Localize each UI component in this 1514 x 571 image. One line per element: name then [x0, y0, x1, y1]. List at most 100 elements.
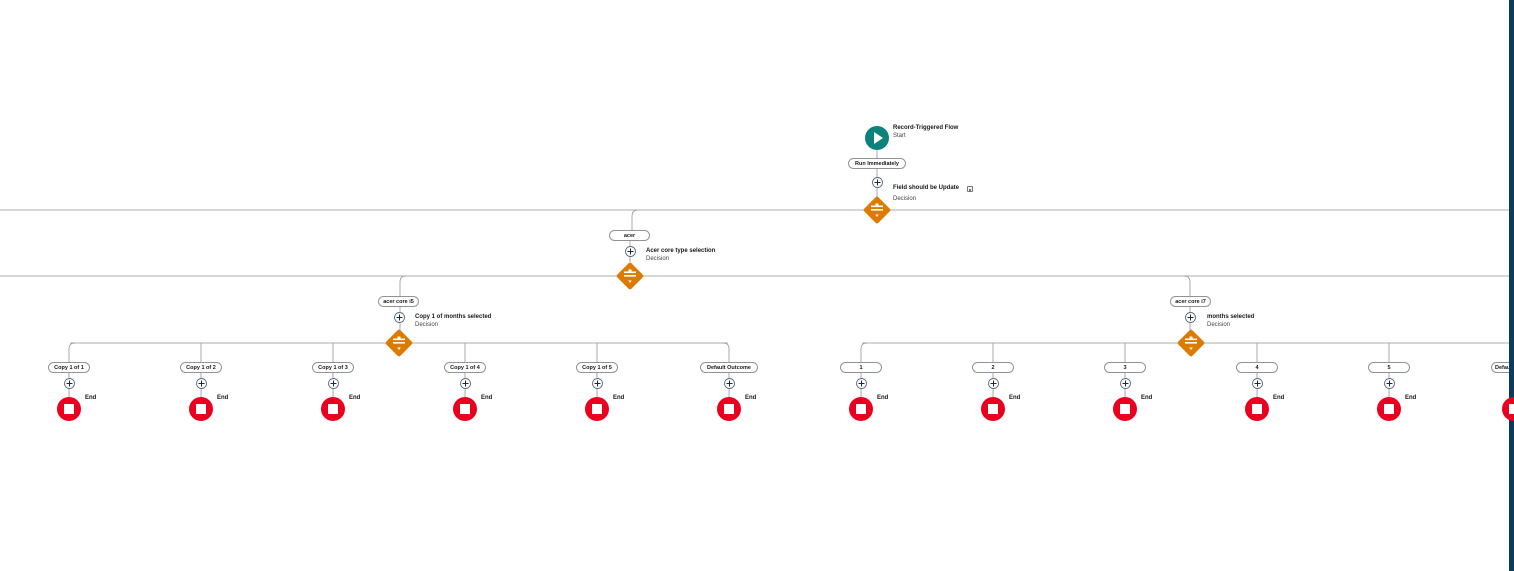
canvas-right-edge: [1509, 0, 1514, 571]
plus-icon: [1251, 377, 1263, 389]
outcome-pill-i7-4[interactable]: 4: [1236, 362, 1278, 373]
decision4-subtitle: Decision: [1207, 322, 1231, 328]
end-node[interactable]: [981, 397, 1005, 421]
stop-icon: [57, 397, 81, 421]
add-element-button[interactable]: [723, 376, 735, 389]
add-element-button-acer[interactable]: [624, 244, 636, 257]
play-icon: [865, 126, 889, 150]
stop-icon: [189, 397, 213, 421]
end-node[interactable]: [1502, 397, 1514, 421]
end-label: End: [877, 395, 889, 401]
outcome-pill-i5-5[interactable]: Copy 1 of 5: [576, 362, 618, 373]
end-node[interactable]: [1245, 397, 1269, 421]
stop-icon: [1502, 397, 1514, 421]
end-label: End: [1273, 395, 1285, 401]
end-label: End: [85, 395, 97, 401]
outcome-pill-i5-default[interactable]: Default Outcome: [700, 362, 758, 373]
plus-icon: [63, 377, 75, 389]
plus-icon: [855, 377, 867, 389]
decision1-subtitle: Decision: [893, 196, 917, 202]
add-element-button[interactable]: [855, 376, 867, 389]
run-immediately-pill[interactable]: Run Immediately: [848, 158, 906, 169]
add-element-button[interactable]: [63, 376, 75, 389]
plus-icon: [987, 377, 999, 389]
add-element-button[interactable]: [195, 376, 207, 389]
outcome-pill-i7-2[interactable]: 2: [972, 362, 1014, 373]
add-element-button-after-run[interactable]: [871, 175, 883, 188]
plus-icon: [591, 377, 603, 389]
end-node[interactable]: [453, 397, 477, 421]
plus-icon: [871, 176, 883, 188]
start-node[interactable]: [865, 126, 889, 150]
end-label: End: [217, 395, 229, 401]
outcome-pill-i7-3[interactable]: 3: [1104, 362, 1146, 373]
end-node[interactable]: [585, 397, 609, 421]
stop-icon: [1113, 397, 1137, 421]
plus-icon: [624, 245, 636, 257]
end-node[interactable]: [189, 397, 213, 421]
start-title: Record-Triggered Flow: [893, 125, 959, 131]
outcome-pill-i5-4[interactable]: Copy 1 of 4: [444, 362, 486, 373]
add-element-button[interactable]: [1251, 376, 1263, 389]
outcome-pill-i5-2[interactable]: Copy 1 of 2: [180, 362, 222, 373]
plus-icon: [195, 377, 207, 389]
decision-icon: [1177, 329, 1205, 357]
add-element-button[interactable]: [591, 376, 603, 389]
end-label: End: [613, 395, 625, 401]
stop-icon: [1245, 397, 1269, 421]
decision3-title: Copy 1 of months selected: [415, 314, 492, 320]
branch-pill-acer[interactable]: acer: [609, 230, 650, 241]
decision4-title: months selected: [1207, 314, 1255, 320]
add-element-button[interactable]: [459, 376, 471, 389]
stop-icon: [453, 397, 477, 421]
plus-icon: [1184, 311, 1196, 323]
stop-icon: [1377, 397, 1401, 421]
end-label: End: [1405, 395, 1417, 401]
decision2-subtitle: Decision: [646, 256, 670, 262]
outcome-pill-i5-3[interactable]: Copy 1 of 3: [312, 362, 354, 373]
stop-icon: [717, 397, 741, 421]
add-element-button[interactable]: [327, 376, 339, 389]
stop-icon: [321, 397, 345, 421]
end-label: End: [745, 395, 757, 401]
add-element-button[interactable]: [1119, 376, 1131, 389]
end-label: End: [1009, 395, 1021, 401]
stop-icon: [585, 397, 609, 421]
start-subtitle: Start: [893, 133, 906, 139]
stop-icon: [849, 397, 873, 421]
branch-pill-acer-core-i7[interactable]: acer core i7: [1170, 296, 1211, 307]
description-icon[interactable]: [967, 186, 973, 192]
add-element-button-i7[interactable]: [1184, 310, 1196, 323]
end-node[interactable]: [1113, 397, 1137, 421]
plus-icon: [327, 377, 339, 389]
end-label: End: [349, 395, 361, 401]
decision3-subtitle: Decision: [415, 322, 439, 328]
branch-pill-acer-core-i5[interactable]: acer core i5: [378, 296, 419, 307]
decision3-node[interactable]: [382, 326, 416, 360]
end-label: End: [481, 395, 493, 401]
add-element-button[interactable]: [987, 376, 999, 389]
decision-icon: [863, 196, 891, 224]
outcome-pill-i7-default[interactable]: Default Outcome: [1491, 362, 1514, 373]
end-node[interactable]: [717, 397, 741, 421]
decision2-node[interactable]: [613, 259, 647, 293]
decision2-title: Acer core type selection: [646, 248, 716, 254]
outcome-pill-i7-1[interactable]: 1: [840, 362, 882, 373]
decision4-node[interactable]: [1174, 326, 1208, 360]
outcome-pill-i7-5[interactable]: 5: [1368, 362, 1410, 373]
decision1-title: Field should be Update: [893, 185, 960, 191]
plus-icon: [459, 377, 471, 389]
plus-icon: [1383, 377, 1395, 389]
end-node[interactable]: [321, 397, 345, 421]
stop-icon: [981, 397, 1005, 421]
add-element-button[interactable]: [1383, 376, 1395, 389]
end-node[interactable]: [57, 397, 81, 421]
end-node[interactable]: [849, 397, 873, 421]
end-node[interactable]: [1377, 397, 1401, 421]
decision1-node[interactable]: [860, 193, 894, 227]
outcome-pill-i5-1[interactable]: Copy 1 of 1: [48, 362, 90, 373]
decision-icon: [385, 329, 413, 357]
add-element-button-i5[interactable]: [393, 310, 405, 323]
